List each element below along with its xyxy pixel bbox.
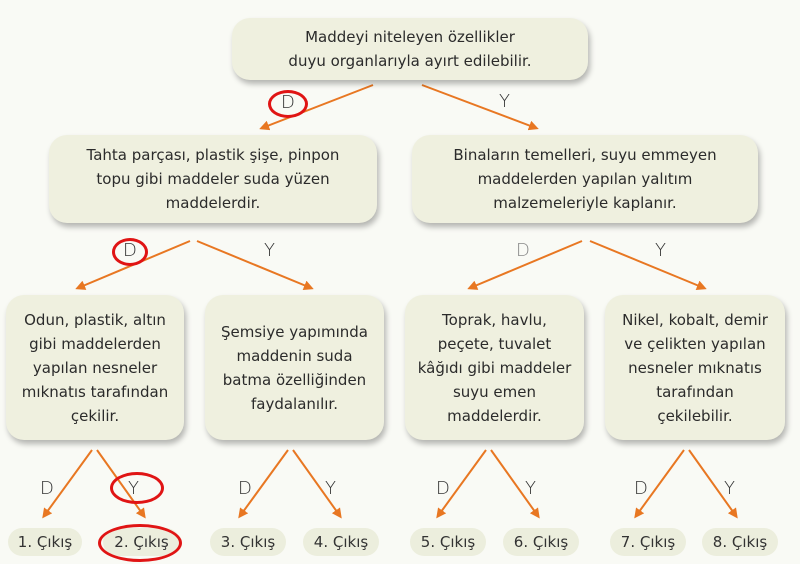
branch-label-d: D	[238, 478, 252, 499]
text-line: Odun, plastik, altın	[24, 310, 166, 329]
text-line: yapılan nesneler	[32, 358, 158, 377]
text-line: batma özelliğinden	[222, 370, 367, 389]
exit-6: 6. Çıkış	[503, 528, 579, 556]
highlight-circle-d-level1	[268, 90, 308, 118]
question-box-l3-1: Odun, plastik, altın gibi maddelerden ya…	[6, 295, 184, 440]
text-line: tarafından	[656, 382, 734, 401]
branch-label-y: Y	[655, 240, 666, 261]
text-line: Nikel, kobalt, demir	[622, 310, 768, 329]
branch-label-d: D	[634, 478, 648, 499]
question-box-l3-3: Toprak, havlu, peçete, tuvalet kâğıdı gi…	[405, 295, 584, 440]
exit-7: 7. Çıkış	[610, 528, 686, 556]
branch-label-y: Y	[499, 91, 510, 112]
text-line: çekilebilir.	[657, 406, 733, 425]
branch-label-y: Y	[724, 478, 735, 499]
branch-label-d: D	[40, 478, 54, 499]
branch-label-y: Y	[325, 478, 336, 499]
text-line: Toprak, havlu,	[442, 310, 547, 329]
text-line: kâğıdı gibi maddeler	[417, 358, 572, 377]
text-line: gibi maddelerden	[29, 334, 161, 353]
branch-label-d: D	[436, 478, 450, 499]
highlight-circle-exit-2	[98, 524, 182, 562]
text-line: mıknatıs tarafından	[21, 382, 169, 401]
text-line: maddenin suda	[236, 346, 353, 365]
exit-1: 1. Çıkış	[8, 528, 82, 556]
question-box-l2-right: Binaların temelleri, suyu emmeyen maddel…	[412, 135, 758, 223]
text-line: maddelerdir.	[447, 406, 542, 425]
text-line: çekilir.	[70, 406, 120, 425]
text-line: maddelerdir.	[165, 194, 261, 212]
text-line: faydalanılır.	[250, 394, 338, 413]
text-line: Şemsiye yapımında	[221, 322, 368, 341]
root-question-box: Maddeyi niteleyen özellikler duyu organl…	[232, 18, 588, 80]
exit-8: 8. Çıkış	[702, 528, 778, 556]
root-line-2: duyu organlarıyla ayırt edilebilir.	[288, 52, 532, 70]
text-line: Binaların temelleri, suyu emmeyen	[453, 146, 717, 164]
question-box-l3-2: Şemsiye yapımında maddenin suda batma öz…	[205, 295, 384, 440]
text-line: nesneler mıknatıs	[628, 358, 762, 377]
exit-3: 3. Çıkış	[210, 528, 286, 556]
text-line: maddelerden yapılan yalıtım	[477, 170, 693, 188]
highlight-circle-d-level2	[112, 238, 148, 266]
exit-5: 5. Çıkış	[410, 528, 486, 556]
text-line: malzemeleriyle kaplanır.	[493, 194, 677, 212]
text-line: peçete, tuvalet	[437, 334, 552, 353]
exit-4: 4. Çıkış	[303, 528, 379, 556]
branch-label-y: Y	[525, 478, 536, 499]
root-line-1: Maddeyi niteleyen özellikler	[305, 28, 515, 46]
text-line: Tahta parçası, plastik şişe, pinpon	[86, 146, 340, 164]
question-box-l3-4: Nikel, kobalt, demir ve çelikten yapılan…	[605, 295, 785, 440]
highlight-circle-y-level3	[110, 472, 164, 504]
text-line: suyu emen	[452, 382, 537, 401]
question-box-l2-left: Tahta parçası, plastik şişe, pinpon topu…	[49, 135, 377, 223]
text-line: ve çelikten yapılan	[624, 334, 766, 353]
text-line: topu gibi maddeler suda yüzen	[96, 170, 330, 188]
branch-label-y: Y	[264, 240, 275, 261]
branch-label-d: D	[516, 240, 530, 261]
